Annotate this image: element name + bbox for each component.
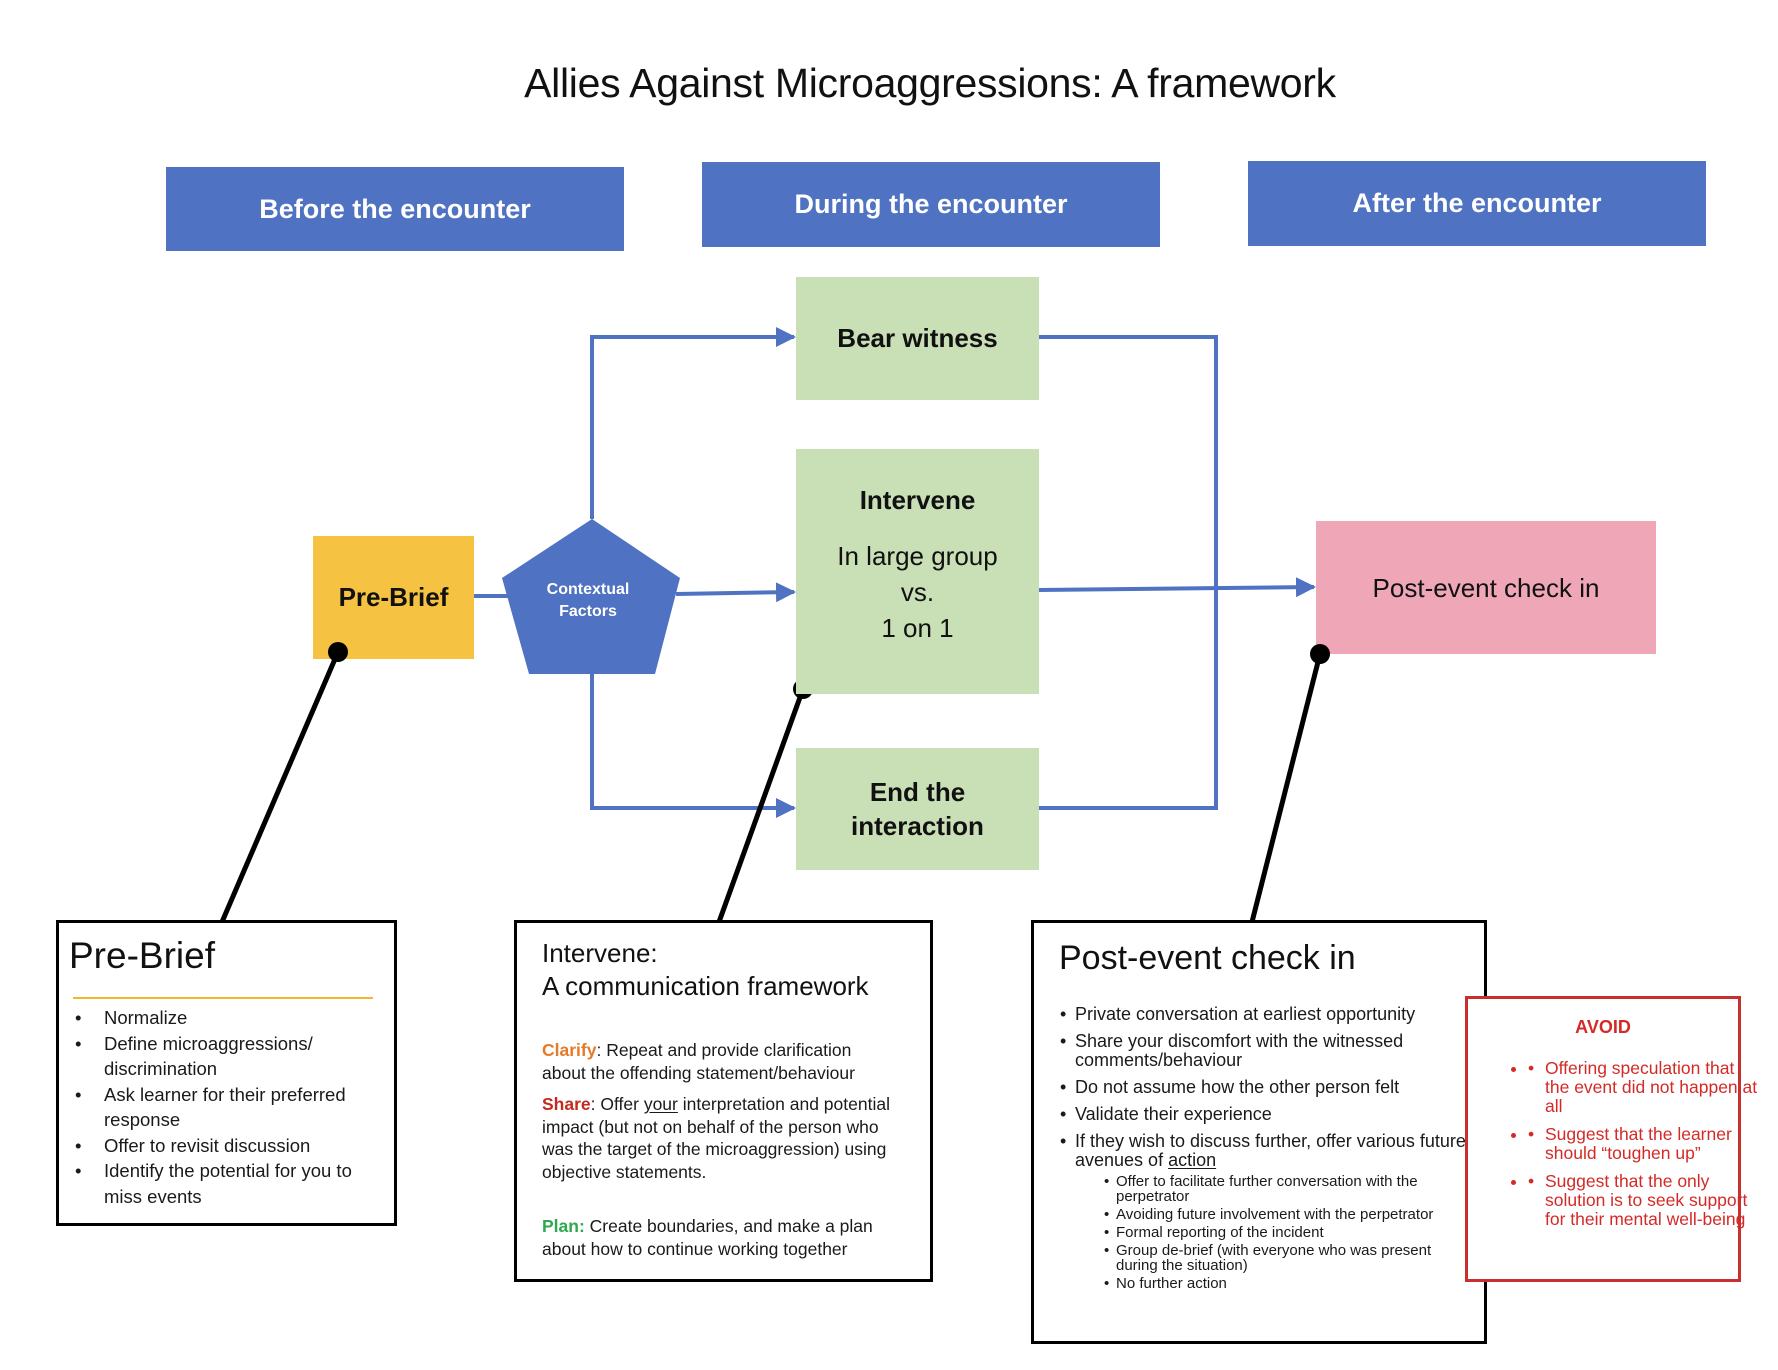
phase-during: During the encounter bbox=[702, 162, 1160, 247]
prebrief-list: Normalize Define microaggressions/ discr… bbox=[71, 1005, 386, 1209]
phase-before: Before the encounter bbox=[166, 167, 624, 251]
action-options-list: Offer to facilitate further conversation… bbox=[1075, 1174, 1470, 1291]
intervene-line3: 1 on 1 bbox=[881, 613, 954, 643]
list-item: Define microaggressions/ discrimination bbox=[71, 1031, 386, 1082]
post-event-list: Private conversation at earliest opportu… bbox=[1060, 1005, 1470, 1299]
connector-merge-right bbox=[1038, 335, 1218, 810]
end-interaction-line1: End the bbox=[869, 777, 966, 807]
intervene-panel: Intervene: A communication framework Cla… bbox=[514, 920, 933, 1282]
list-item: Share your discomfort with the witnessed… bbox=[1060, 1032, 1470, 1070]
arrow-to-intervene bbox=[675, 582, 796, 603]
bear-witness-box: Bear witness bbox=[796, 277, 1039, 400]
post-event-label: Post-event check in bbox=[1372, 572, 1600, 603]
post-event-panel-title: Post-event check in bbox=[1059, 939, 1356, 977]
list-item: Normalize bbox=[71, 1005, 386, 1031]
arrow-to-post-event bbox=[1037, 577, 1316, 598]
intervene-panel-title: Intervene: A communication framework bbox=[542, 937, 869, 1003]
list-item: Private conversation at earliest opportu… bbox=[1060, 1005, 1470, 1025]
contextual-label-line2: Factors bbox=[559, 603, 617, 620]
plan-text: Create boundaries, and make a plan about… bbox=[542, 1216, 873, 1259]
list-item: Do not assume how the other person felt bbox=[1060, 1078, 1470, 1098]
sub-list-item: Group de-brief (with everyone who was pr… bbox=[1104, 1243, 1470, 1273]
post-event-node: Post-event check in bbox=[1316, 521, 1656, 654]
intervene-panel-title-line2: A communication framework bbox=[542, 971, 869, 1001]
post-event-panel: Post-event check in Private conversation… bbox=[1031, 920, 1487, 1344]
share-keyword: Share bbox=[542, 1094, 591, 1114]
plan-paragraph: Plan: Create boundaries, and make a plan… bbox=[542, 1215, 897, 1260]
callout-line-intervene bbox=[716, 688, 806, 923]
plan-keyword: Plan: bbox=[542, 1216, 585, 1236]
list-item: Identify the potential for you to miss e… bbox=[71, 1158, 386, 1209]
intervene-box: Intervene In large group vs. 1 on 1 bbox=[796, 449, 1039, 694]
avoid-heading: AVOID bbox=[1575, 1017, 1631, 1037]
sub-list-item: No further action bbox=[1104, 1276, 1470, 1291]
share-text-2: interpretation and potential impact (but… bbox=[542, 1094, 890, 1182]
contextual-factors-pentagon bbox=[502, 519, 680, 674]
prebrief-panel-title: Pre-Brief bbox=[69, 935, 215, 976]
callout-line-post-event bbox=[1249, 653, 1323, 923]
avoid-list: Offering speculation that the event did … bbox=[1488, 1059, 1758, 1238]
prebrief-divider bbox=[73, 997, 373, 999]
avoid-panel: AVOID Offering speculation that the even… bbox=[1465, 996, 1757, 1282]
clarify-text: : Repeat and provide clarification about… bbox=[542, 1040, 855, 1083]
intervene-label: Intervene bbox=[859, 485, 976, 515]
clarify-paragraph: Clarify: Repeat and provide clarificatio… bbox=[542, 1039, 897, 1084]
contextual-factors-label: Contextual Factors bbox=[520, 579, 656, 623]
list-item: Suggest that the only solution is to see… bbox=[1528, 1172, 1758, 1229]
list-item: Validate their experience bbox=[1060, 1105, 1470, 1125]
intervene-line1: In large group bbox=[837, 541, 998, 571]
phase-after: After the encounter bbox=[1248, 161, 1706, 246]
share-text-1: : Offer bbox=[590, 1094, 644, 1114]
prebrief-panel: Pre-Brief Normalize Define microaggressi… bbox=[56, 920, 397, 1226]
end-interaction-box: End the interaction bbox=[796, 748, 1039, 870]
intervene-line2: vs. bbox=[900, 577, 935, 607]
diagram-title: Allies Against Microaggressions: A frame… bbox=[524, 60, 1336, 106]
arrow-to-bear-witness bbox=[590, 327, 796, 519]
arrow-to-end-interaction bbox=[590, 674, 796, 818]
intervene-panel-title-line1: Intervene: bbox=[542, 938, 658, 968]
sub-list-item: Offer to facilitate further conversation… bbox=[1104, 1174, 1470, 1204]
list-item: Suggest that the learner should “toughen… bbox=[1528, 1125, 1758, 1163]
list-item-further-discussion: If they wish to discuss further, offer v… bbox=[1060, 1131, 1470, 1292]
end-interaction-line2: interaction bbox=[851, 811, 984, 841]
callout-dot-post-event bbox=[1310, 644, 1330, 664]
prebrief-label: Pre-Brief bbox=[338, 582, 449, 612]
share-paragraph: Share: Offer your interpretation and pot… bbox=[542, 1093, 897, 1183]
sub-list-item: Avoiding future involvement with the per… bbox=[1104, 1207, 1470, 1222]
further-discussion-text: If they wish to discuss further, offer v… bbox=[1075, 1131, 1466, 1170]
list-item: Offer to revisit discussion bbox=[71, 1133, 386, 1159]
clarify-keyword: Clarify bbox=[542, 1040, 597, 1060]
callout-line-prebrief bbox=[219, 651, 341, 923]
post-event-box bbox=[1316, 521, 1656, 654]
prebrief-box bbox=[313, 536, 474, 659]
bear-witness-label: Bear witness bbox=[837, 323, 998, 353]
list-item: Ask learner for their preferred response bbox=[71, 1082, 386, 1133]
sub-list-item: Formal reporting of the incident bbox=[1104, 1225, 1470, 1240]
prebrief-node: Pre-Brief bbox=[313, 536, 474, 659]
further-discussion-underlined: action bbox=[1168, 1150, 1217, 1170]
contextual-label-line1: Contextual bbox=[546, 581, 630, 598]
callout-dot-prebrief bbox=[328, 642, 348, 662]
share-underlined-word: your bbox=[643, 1094, 678, 1114]
list-item: Offering speculation that the event did … bbox=[1528, 1059, 1758, 1116]
